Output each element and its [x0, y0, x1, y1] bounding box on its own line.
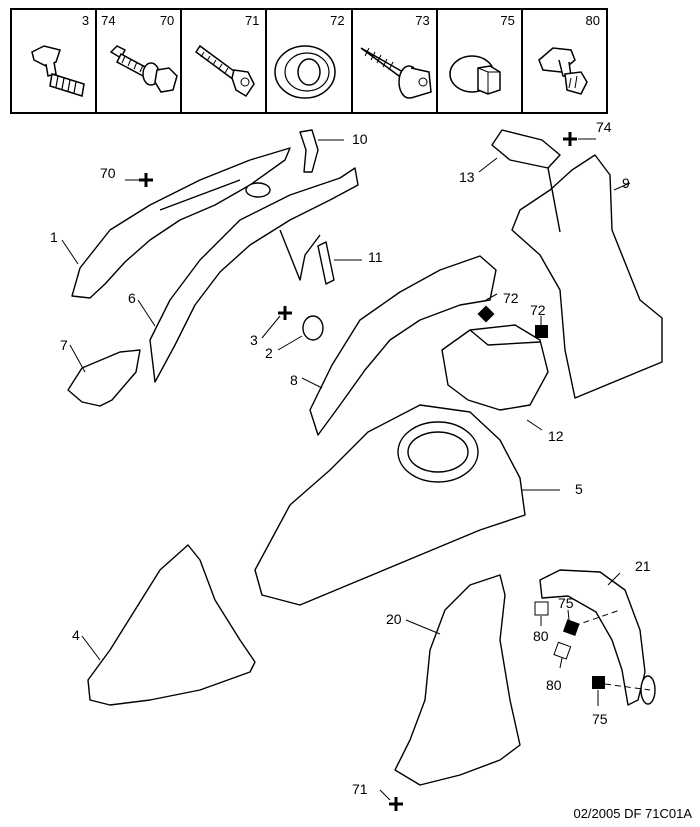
cross-markers: [139, 132, 577, 811]
callout-70: 70: [100, 165, 116, 181]
cross-3: [278, 306, 292, 320]
part-12-housing: [441, 324, 549, 411]
part-13-bracket: [491, 129, 561, 169]
fastener-legend: 3 74 70 71 72: [10, 8, 608, 114]
marker-72a: [477, 305, 495, 323]
part-7-plate: [67, 349, 141, 407]
legend-cell-73: 73: [353, 10, 438, 112]
legend-cell-71: 71: [182, 10, 268, 112]
callout-74: 74: [596, 119, 612, 135]
callout-4: 4: [72, 627, 80, 643]
callout-5: 5: [575, 481, 583, 497]
legend-cell-74-70: 74 70: [97, 10, 183, 112]
legend-cell-72: 72: [267, 10, 353, 112]
callout-6: 6: [128, 290, 136, 306]
marker-75a: [562, 619, 580, 636]
legend-ref: 70: [159, 13, 175, 28]
cross-70: [139, 173, 153, 187]
legend-cell-75: 75: [438, 10, 523, 112]
part-9-pillar: [511, 154, 663, 399]
callout-3: 3: [250, 332, 258, 348]
callout-11: 11: [368, 249, 383, 265]
callout-labels: 74 13 9 10 70 1 11 6 72 72 3 2 7 8 12 5 …: [50, 119, 651, 797]
legend-ref: 74: [101, 13, 116, 28]
legend-cell-80: 80: [523, 10, 606, 112]
part-21-liner: [539, 569, 646, 706]
callout-72b: 72: [530, 302, 546, 318]
cross-74: [563, 132, 577, 146]
part-20-liner: [394, 574, 521, 786]
callout-1: 1: [50, 229, 58, 245]
marker-80b: [553, 641, 572, 660]
part-8-lining: [309, 255, 497, 436]
part-1-wing: [71, 147, 291, 299]
part-10-bracket: [299, 129, 319, 173]
callout-21: 21: [635, 558, 651, 574]
callout-75a: 75: [558, 595, 574, 611]
callout-72a: 72: [503, 290, 519, 306]
legend-ref: 3: [81, 13, 90, 28]
callout-9: 9: [622, 175, 630, 191]
callout-7: 7: [60, 337, 68, 353]
callout-13: 13: [459, 169, 475, 185]
marker-75b: [592, 676, 605, 689]
legend-ref: 73: [415, 13, 430, 28]
callout-80a: 80: [533, 628, 549, 644]
part-1-hole: [245, 182, 271, 198]
bolt-icon: [31, 45, 85, 97]
bolt-washer-nut-icon: [109, 45, 178, 93]
callout-2: 2: [265, 345, 273, 361]
callout-8: 8: [290, 372, 298, 388]
clip-icon: [537, 47, 588, 95]
callout-71: 71: [352, 781, 368, 797]
nut-icon: [448, 55, 501, 95]
part-5-panel: [254, 404, 526, 606]
callout-10: 10: [352, 131, 368, 147]
screw-icon: [195, 44, 256, 98]
callout-20: 20: [386, 611, 402, 627]
part-11-strip: [317, 241, 335, 285]
legend-ref: 75: [500, 13, 515, 28]
callout-75b: 75: [592, 711, 608, 727]
callout-12: 12: [548, 428, 564, 444]
tapping-screw-icon: [360, 47, 432, 99]
callout-80b: 80: [546, 677, 562, 693]
cross-71: [389, 797, 403, 811]
part-4-panel: [87, 544, 256, 706]
part-6-support: [149, 167, 359, 383]
marker-80a: [534, 601, 549, 616]
legend-ref: 80: [585, 13, 600, 28]
legend-ref: 72: [330, 13, 345, 28]
part-2-grommet: [302, 315, 324, 341]
leader-lines: [61, 138, 651, 801]
hollow-markers: [534, 601, 572, 660]
grommet-icon: [274, 45, 337, 99]
legend-cell-3: 3: [12, 10, 98, 112]
diagram-reference: 02/2005 DF 71C01A: [573, 806, 692, 821]
legend-ref: 71: [244, 13, 260, 28]
